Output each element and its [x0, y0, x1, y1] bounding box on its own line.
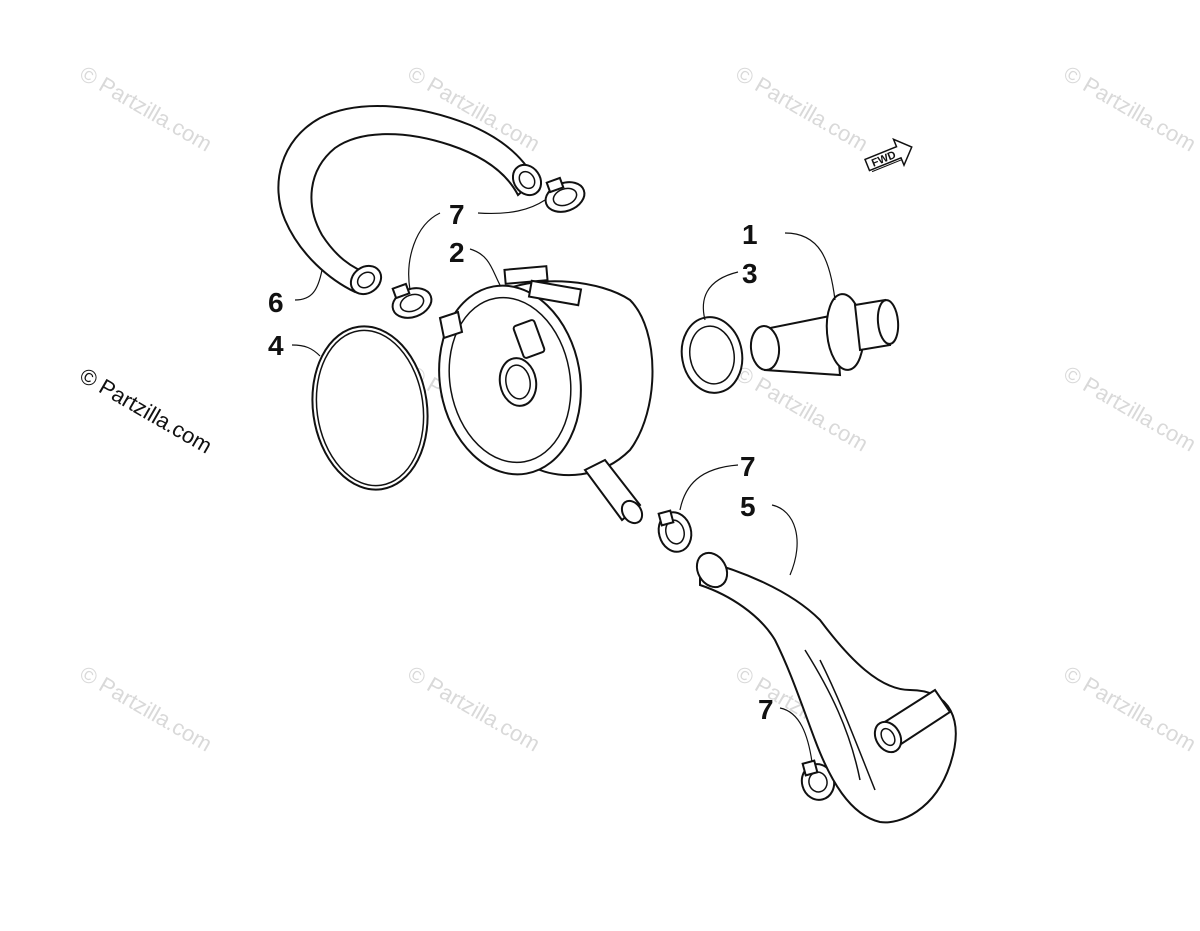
- o-ring-4: [311, 325, 429, 491]
- watermark: © Partzilla.com: [732, 361, 873, 457]
- callout-7-mid: 7: [740, 451, 756, 482]
- clamp-7-top: [544, 176, 586, 213]
- watermark: © Partzilla.com: [732, 61, 873, 157]
- watermark: © Partzilla.com: [404, 661, 545, 757]
- washer-3: [680, 316, 744, 394]
- watermark: © Partzilla.com: [76, 661, 217, 757]
- callout-2: 2: [449, 237, 465, 268]
- callout-6: 6: [268, 287, 284, 318]
- watermark: © Partzilla.com: [1060, 61, 1200, 157]
- watermark: © Partzilla.com: [1060, 661, 1200, 757]
- callout-7-bottom: 7: [758, 694, 774, 725]
- callout-7-top: 7: [449, 199, 465, 230]
- clamp-7-mid: [657, 509, 693, 553]
- callout-5: 5: [740, 491, 756, 522]
- main-watermark: © Partzilla.com: [76, 363, 217, 459]
- callout-3: 3: [742, 258, 758, 289]
- hose-5: [695, 551, 957, 824]
- clamp-7-left: [391, 282, 433, 319]
- callouts: 1 2 3 4 5 6 7 7 7: [268, 199, 774, 725]
- fitting-bolt-1: [749, 293, 900, 377]
- callout-1: 1: [742, 219, 758, 250]
- clamp-7-bottom: [800, 759, 836, 801]
- leader-lines: [291, 199, 836, 763]
- watermark: © Partzilla.com: [76, 61, 217, 157]
- fwd-arrow-icon: FWD: [864, 137, 913, 173]
- watermark: © Partzilla.com: [1060, 361, 1200, 457]
- oil-cooler-2: [438, 265, 654, 525]
- hose-6: [277, 105, 543, 296]
- callout-4: 4: [268, 330, 284, 361]
